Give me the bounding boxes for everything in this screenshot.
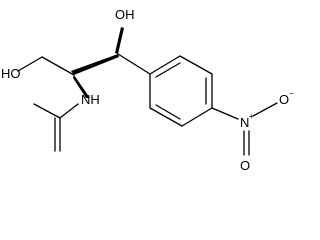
atom-label-nh: NH: [81, 92, 100, 107]
bond-c1-ring: [117, 53, 151, 75]
bond-nitro-n-o: [252, 102, 278, 117]
ring-inner-bond-1: [155, 62, 181, 78]
bond-n-carbonyl-c: [59, 103, 79, 119]
atom-label-oh-top: OH: [115, 7, 135, 22]
atom-label-nitro-n: N: [240, 115, 249, 130]
wedge-bond-c2-c1: [71, 54, 119, 75]
ring-bond-4: [181, 107, 213, 127]
ring-inner-bond-3: [155, 104, 181, 120]
wedge-bond-c2-nh: [73, 75, 90, 98]
atom-label-nitro-o-bottom: O: [240, 158, 250, 173]
ring-bond-2: [179, 55, 213, 75]
bond-ho-ch2: [17, 56, 43, 72]
charge-label-nitro-n: +: [249, 112, 254, 121]
bond-ring-nitro-n: [211, 107, 239, 120]
wedge-bond-c1-oh: [115, 27, 124, 54]
bond-carbonyl-methyl: [33, 103, 61, 119]
ring-bond-1: [149, 55, 181, 75]
atom-label-ho-left: HO: [1, 66, 21, 81]
atom-label-nitro-o-right: O: [279, 92, 289, 107]
chemical-structure-diagram: OH HO NH N + O − O: [1, 7, 294, 173]
bond-ch2-c2: [41, 56, 75, 76]
charge-label-nitro-o-right: −: [289, 89, 294, 98]
ring-bond-5: [149, 107, 183, 127]
